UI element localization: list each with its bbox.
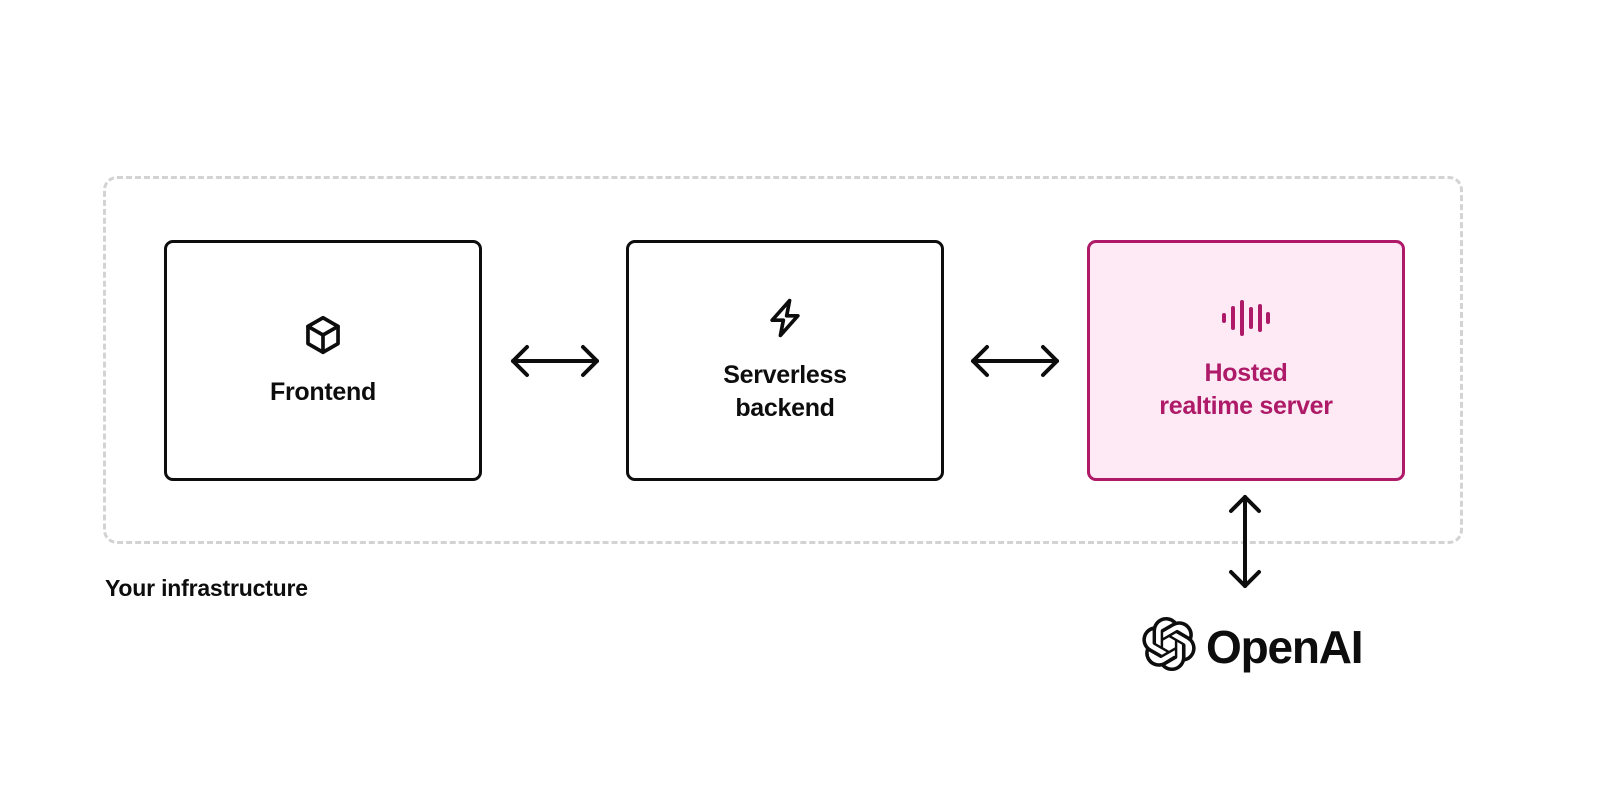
node-serverless-backend[interactable]: Serverless backend <box>626 240 944 481</box>
openai-lockup: OpenAI <box>1142 617 1364 676</box>
cube-icon <box>301 313 345 362</box>
connector-backend-to-realtime <box>965 338 1065 384</box>
connector-realtime-to-openai <box>1222 489 1268 594</box>
node-hosted-realtime-server-label: Hosted realtime server <box>1159 359 1333 420</box>
openai-wordmark: OpenAI <box>1206 620 1364 673</box>
connector-frontend-to-backend <box>505 338 605 384</box>
openai-logo-icon <box>1142 617 1196 676</box>
your-infrastructure-label: Your infrastructure <box>105 575 308 601</box>
node-frontend[interactable]: Frontend <box>164 240 482 481</box>
your-infrastructure-boundary <box>103 176 1463 544</box>
zap-icon <box>763 296 807 345</box>
node-serverless-backend-label: Serverless backend <box>723 361 847 422</box>
audio-waveform-icon <box>1220 298 1272 343</box>
node-frontend-label: Frontend <box>270 377 376 406</box>
node-hosted-realtime-server[interactable]: Hosted realtime server <box>1087 240 1405 481</box>
